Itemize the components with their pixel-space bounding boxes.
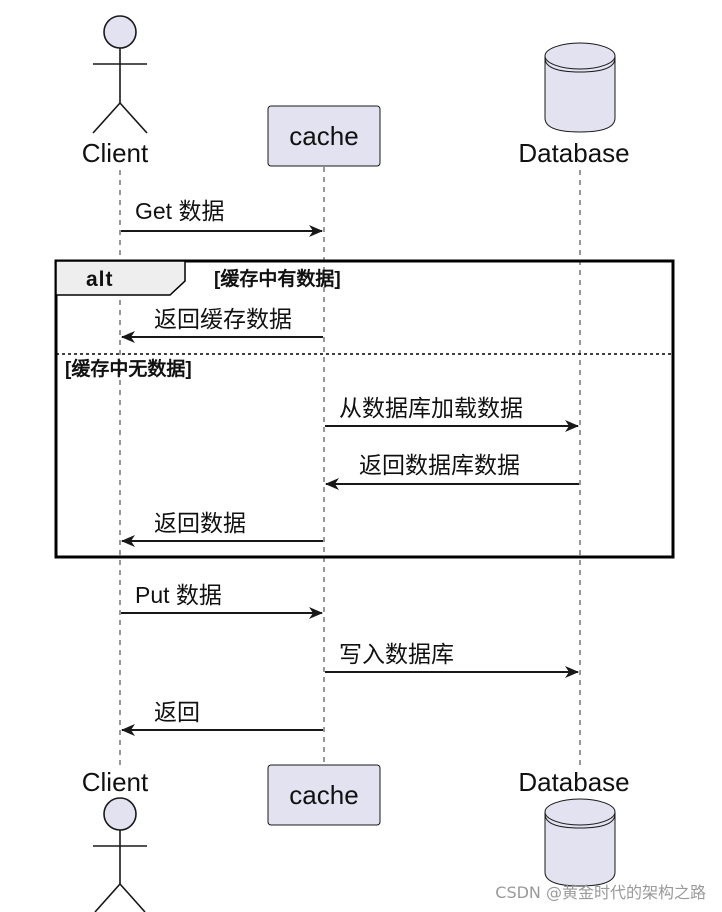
alt-condition-1: [缓存中有数据] bbox=[214, 267, 341, 290]
cache-label-bottom: cache bbox=[289, 780, 358, 810]
return-label: 返回 bbox=[154, 699, 200, 725]
alt-condition-2: [缓存中无数据] bbox=[65, 357, 192, 380]
client-label-top: Client bbox=[82, 138, 149, 168]
get-label: Get 数据 bbox=[135, 198, 224, 224]
database-icon-top bbox=[544, 42, 616, 133]
return-cache-label: 返回缓存数据 bbox=[154, 306, 292, 332]
database-label-bottom: Database bbox=[518, 767, 629, 797]
database-icon-bottom bbox=[544, 798, 616, 887]
put-label: Put 数据 bbox=[135, 582, 222, 608]
client-actor-bottom bbox=[93, 797, 147, 912]
cache-box-bottom bbox=[267, 764, 381, 826]
client-actor-top bbox=[92, 15, 148, 134]
alt-frame bbox=[54, 259, 675, 559]
load-db-label: 从数据库加载数据 bbox=[339, 395, 523, 421]
watermark: CSDN @黄金时代的架构之路 bbox=[495, 883, 706, 902]
cache-label-top: cache bbox=[289, 121, 358, 151]
database-label-top: Database bbox=[518, 138, 629, 168]
alt-frame-tab bbox=[55, 260, 186, 296]
write-db-label: 写入数据库 bbox=[339, 641, 454, 667]
cache-box-top bbox=[267, 105, 381, 167]
return-db-label: 返回数据库数据 bbox=[359, 452, 520, 478]
alt-keyword: alt bbox=[86, 268, 114, 291]
return-data-label: 返回数据 bbox=[154, 510, 246, 536]
client-label-bottom: Client bbox=[82, 767, 149, 797]
